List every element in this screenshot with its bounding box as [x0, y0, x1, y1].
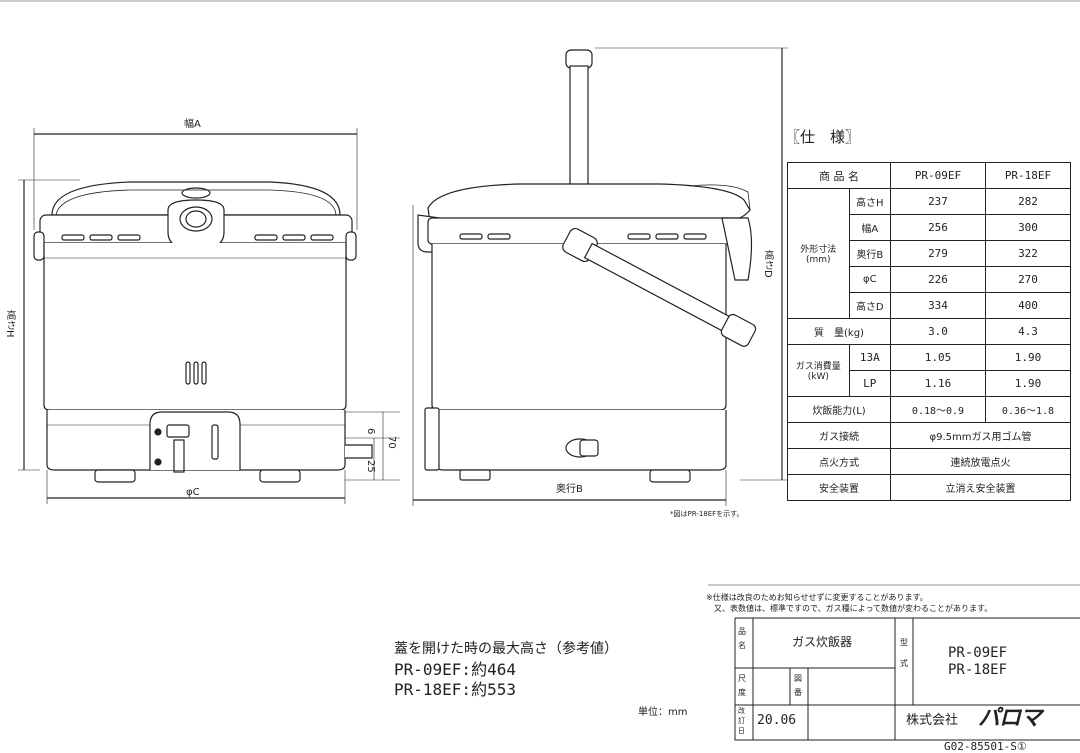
spec-dim-v1: 279	[890, 240, 986, 267]
width-a-label: 幅A	[184, 119, 201, 130]
tb-model1: PR-09EF	[948, 645, 1008, 661]
tb-shaku-label: 尺 度	[738, 674, 746, 698]
spec-dim-label: 高さD	[848, 292, 892, 319]
spec-dim-label: φC	[848, 266, 892, 293]
depth-b-label: 奥行B	[556, 484, 583, 495]
tb-kaitei-label: 改 訂 日	[738, 707, 745, 735]
dim-70-label: 70	[386, 436, 397, 449]
spec-connection-label: ガス接続	[787, 422, 891, 449]
spec-mass-v2: 4.3	[985, 318, 1071, 345]
spec-gas-v2: 1.90	[985, 370, 1071, 397]
spec-ignition-value: 連続放電点火	[890, 448, 1071, 475]
note-line1: ※仕様は改良のためお知らせせずに変更することがあります。	[706, 593, 928, 602]
spec-dim-label: 奥行B	[848, 240, 892, 267]
spec-dim-v1: 226	[890, 266, 986, 293]
spec-dim-label: 高さH	[848, 188, 892, 215]
spec-gas-label: 13A	[848, 344, 892, 371]
tb-hinmei-value: ガス炊飯器	[792, 635, 853, 649]
spec-gas-v1: 1.05	[890, 344, 986, 371]
spec-gas-v2: 1.90	[985, 344, 1071, 371]
spec-gas-group: ガス消費量 (kW)	[787, 344, 850, 397]
title-block-frame	[708, 584, 1080, 741]
spec-title: 〖仕 様〗	[785, 128, 861, 146]
note-line2: 又、表数値は、標準ですので、ガス種によって数値が変わることがあります。	[714, 604, 993, 613]
spec-dim-v2: 322	[985, 240, 1071, 267]
spec-gas-label: LP	[848, 370, 892, 397]
tb-model2: PR-18EF	[948, 662, 1008, 678]
lid-row1: PR-09EF:約464	[394, 660, 516, 679]
spec-connection-value: φ9.5mmガス用ゴム管	[890, 422, 1071, 449]
spec-dim-v2: 270	[985, 266, 1071, 293]
phi-c-label: φC	[186, 487, 200, 498]
spec-header-model1: PR-09EF	[890, 162, 986, 189]
spec-mass-v1: 3.0	[890, 318, 986, 345]
paloma-logo: パロマ	[978, 706, 1042, 731]
tb-zuban-label: 図 番	[794, 674, 802, 698]
lid-title: 蓋を開けた時の最大高さ（参考値）	[394, 641, 618, 657]
spec-gas-v1: 1.16	[890, 370, 986, 397]
tb-drawing-no: G02-85501-S①	[944, 740, 1027, 753]
spec-dim-v2: 400	[985, 292, 1071, 319]
spec-ignition-label: 点火方式	[787, 448, 891, 475]
lid-row2: PR-18EF:約553	[394, 680, 516, 699]
spec-safety-value: 立消え安全装置	[890, 474, 1071, 501]
spec-dim-v2: 282	[985, 188, 1071, 215]
tb-company: 株式会社	[906, 713, 959, 728]
spec-dim-v1: 334	[890, 292, 986, 319]
spec-capacity-label: 炊飯能力(L)	[787, 396, 891, 423]
height-h-label: 高さH	[4, 310, 15, 338]
spec-dim-v1: 256	[890, 214, 986, 241]
tb-date: 20.06	[757, 713, 797, 728]
unit-label: 単位：mm	[638, 707, 688, 718]
spec-header-name: 商 品 名	[787, 162, 891, 189]
tb-kata-label: 型 式	[900, 638, 908, 668]
spec-capacity-v1: 0.18〜0.9	[890, 396, 986, 423]
tb-hinmei-label: 品 名	[738, 627, 746, 651]
side-view	[412, 47, 788, 506]
spec-mass-label: 質 量(kg)	[787, 318, 891, 345]
spec-dim-v2: 300	[985, 214, 1071, 241]
spec-table: 商 品 名 PR-09EF PR-18EF 外形寸法 (mm) 高さH 237 …	[787, 162, 1071, 501]
dim-25-label: 25	[365, 460, 376, 473]
spec-dim-v1: 237	[890, 188, 986, 215]
figure-note: *図はPR-18EFを示す。	[670, 510, 744, 518]
spec-safety-label: 安全装置	[787, 474, 891, 501]
spec-dim-label: 幅A	[848, 214, 892, 241]
height-d-label: 高さD	[762, 250, 773, 278]
front-view	[18, 128, 400, 504]
spec-header-model2: PR-18EF	[985, 162, 1071, 189]
spec-capacity-v2: 0.36〜1.8	[985, 396, 1071, 423]
spec-header-row: 商 品 名 PR-09EF PR-18EF	[787, 162, 1071, 189]
spec-dims-group: 外形寸法 (mm)	[787, 188, 850, 319]
dim-6-label: 6	[365, 428, 376, 435]
